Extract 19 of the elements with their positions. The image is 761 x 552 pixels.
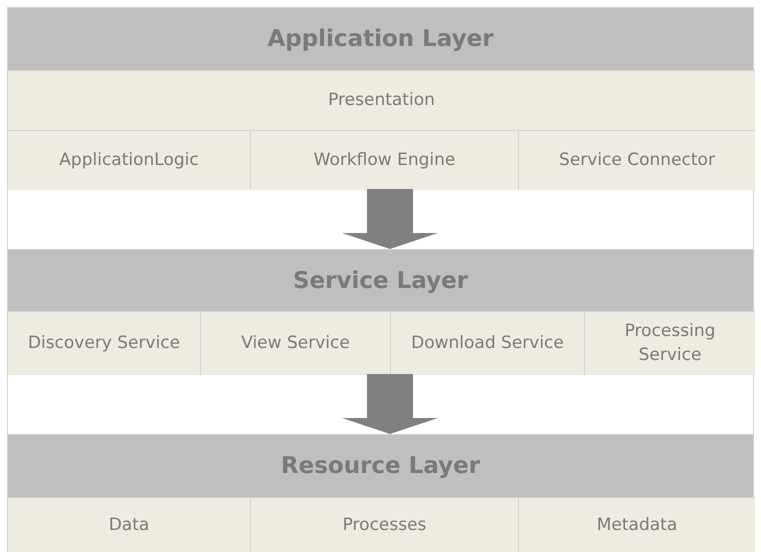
component-cell: Processes [250,497,518,552]
layer-panel [7,249,754,374]
component-cell: Processing Service [584,311,755,375]
component-cell: Service Connector [518,130,755,190]
block-arrow [342,374,438,434]
component-cell: ApplicationLogic [8,130,250,190]
layer-header: Service Layer [8,250,753,311]
layer-panel [7,434,754,552]
component-cell: View Service [200,311,390,375]
component-cell: Download Service [390,311,584,375]
component-cell: Discovery Service [8,311,200,375]
block-arrow [342,189,438,249]
layer-header: Application Layer [8,8,753,70]
component-cell: Presentation [8,70,755,130]
component-cell: Workflow Engine [250,130,518,190]
component-cell: Data [8,497,250,552]
layer-header: Resource Layer [8,435,753,497]
component-cell: Metadata [518,497,755,552]
layer-panel [7,7,754,189]
